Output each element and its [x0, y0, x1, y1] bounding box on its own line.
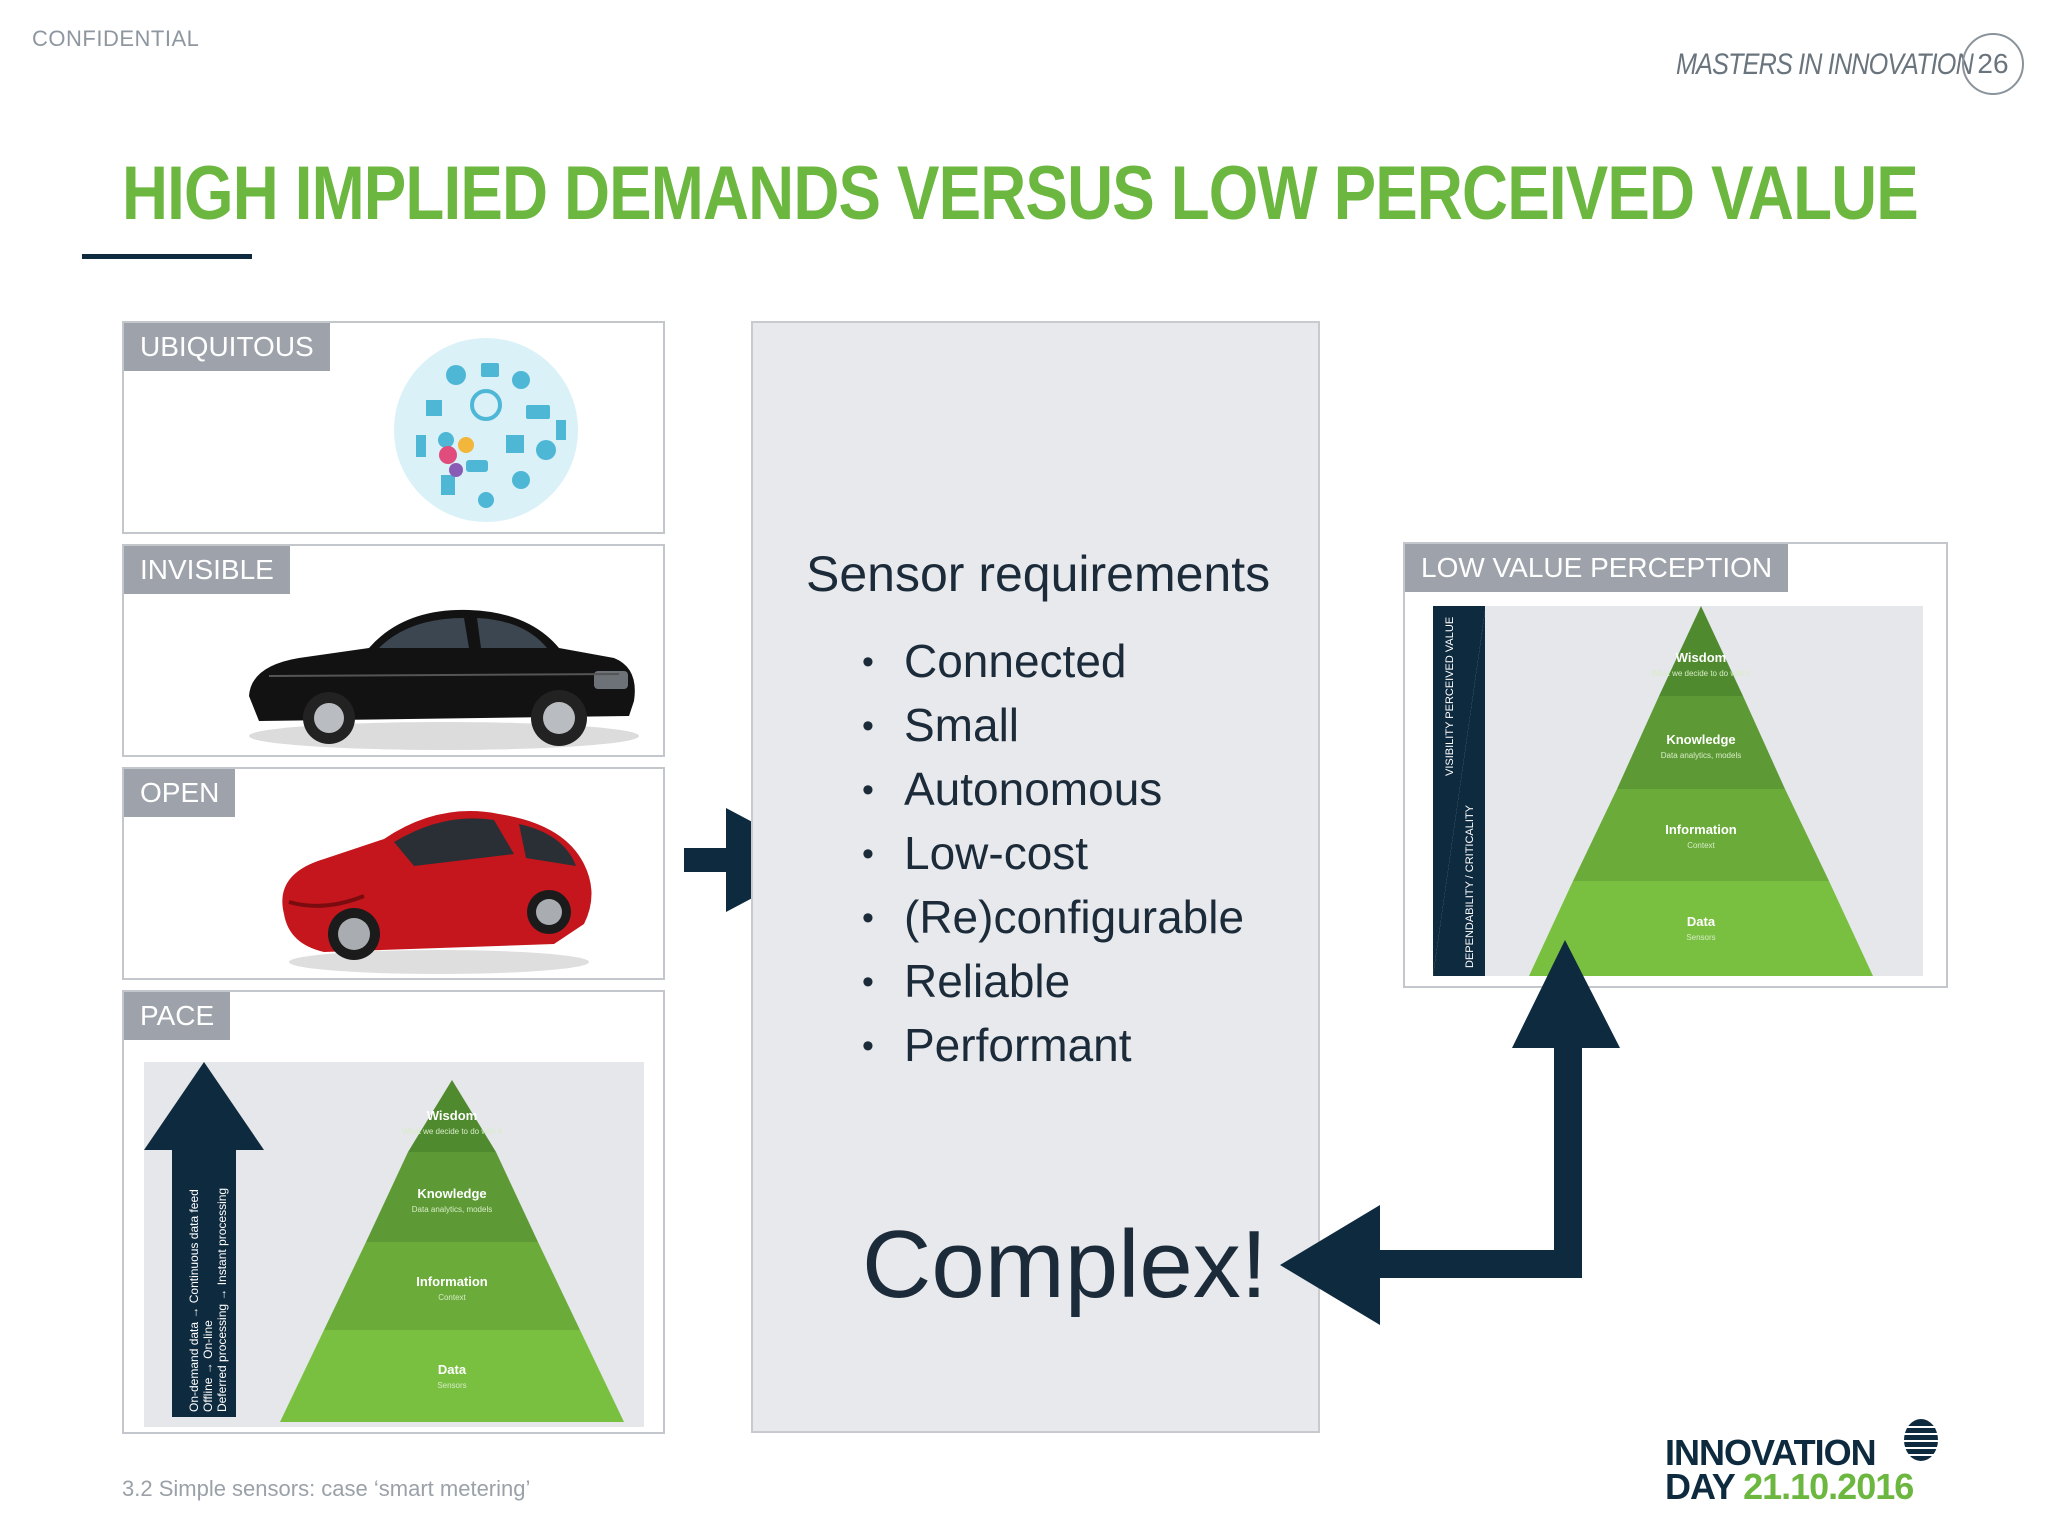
brand-wordmark: MASTERS IN INNOVATION [1676, 48, 1974, 81]
axis-visibility-perceived-value: VISIBILITY PERCEIVED VALUE [1444, 617, 1456, 776]
requirements-list: Connected Small Autonomous Low-cost (Re)… [862, 630, 1244, 1078]
lv-level-data-sub: Sensors [1686, 933, 1715, 942]
pace-level-information: Information [416, 1274, 488, 1289]
panel-pace: PACE On-demand data → Continuous data fe… [122, 990, 665, 1434]
pace-axis-text-3: Deferred processing → Instant processing [215, 1188, 229, 1412]
pace-up-arrow [144, 1062, 264, 1417]
pace-level-wisdom-sub: What we decide to do with it [402, 1127, 502, 1136]
panel-low-value-perception: LOW VALUE PERCEPTION VISIBILITY PERCEIVE… [1403, 542, 1948, 988]
slide-title: HIGH IMPLIED DEMANDS VERSUS LOW PERCEIVE… [122, 151, 1919, 236]
lv-level-data: Data [1687, 914, 1716, 929]
title-underline [82, 254, 252, 259]
logo-date-text: 21.10.2016 [1743, 1466, 1914, 1507]
tag-pace: PACE [124, 992, 231, 1040]
lv-level-knowledge: Knowledge [1666, 732, 1735, 747]
sensor-requirements-heading: Sensor requirements [806, 546, 1271, 602]
pace-pyramid-diagram: On-demand data → Continuous data feed Of… [144, 1062, 644, 1427]
pace-axis-text-1: On-demand data → Continuous data feed [187, 1189, 201, 1412]
confidential-label: CONFIDENTIAL [32, 26, 200, 51]
pace-axis-text-2: Offline → On-line [201, 1320, 215, 1412]
tag-ubiquitous: UBIQUITOUS [124, 323, 330, 371]
red-sedan-image [282, 811, 592, 974]
panel-ubiquitous: UBIQUITOUS [122, 321, 665, 534]
page-number: 26 [1962, 33, 2024, 95]
pace-level-wisdom: Wisdom [427, 1108, 477, 1123]
footer-caption: 3.2 Simple sensors: case ‘smart metering… [122, 1476, 531, 1501]
requirement-item: Low-cost [862, 822, 1244, 886]
panel-invisible: INVISIBLE [122, 544, 665, 757]
pace-level-data-sub: Sensors [437, 1381, 466, 1390]
panel-open: OPEN [122, 767, 665, 980]
requirement-item: (Re)configurable [862, 886, 1244, 950]
low-value-pyramid-diagram: VISIBILITY PERCEIVED VALUE DEPENDABILITY… [1433, 606, 1923, 976]
logo-day-text: DAY [1665, 1466, 1735, 1507]
page-number-text: 26 [1977, 48, 2009, 79]
elbow-arrow-icon [1280, 940, 1620, 1325]
requirement-item: Autonomous [862, 758, 1244, 822]
innovation-day-logo-line1: INNOVATION [1665, 1432, 1877, 1473]
pace-level-information-sub: Context [438, 1293, 466, 1302]
lv-level-information-sub: Context [1687, 841, 1715, 850]
pace-level-data: Data [438, 1362, 467, 1377]
icon-globe-image [394, 338, 578, 522]
tag-open: OPEN [124, 769, 236, 817]
requirement-item: Small [862, 694, 1244, 758]
lv-level-information: Information [1665, 822, 1737, 837]
complex-conclusion: Complex! [862, 1211, 1268, 1318]
pace-level-knowledge-sub: Data analytics, models [412, 1205, 492, 1214]
logo-globe-icon [1904, 1419, 1938, 1461]
requirement-item: Performant [862, 1014, 1244, 1078]
tag-low-value-perception: LOW VALUE PERCEPTION [1405, 544, 1789, 592]
pace-level-knowledge: Knowledge [417, 1186, 486, 1201]
innovation-day-logo-line2: DAY 21.10.2016 [1665, 1469, 1914, 1505]
black-sedan-image [249, 609, 639, 750]
requirement-item: Reliable [862, 950, 1244, 1014]
lv-level-wisdom-sub: What we decide to do with it [1651, 669, 1751, 678]
axis-dependability-criticality: DEPENDABILITY / CRITICALITY [1464, 804, 1476, 968]
requirement-item: Connected [862, 630, 1244, 694]
lv-level-wisdom: Wisdom [1676, 650, 1726, 665]
lv-level-knowledge-sub: Data analytics, models [1661, 751, 1741, 760]
tag-invisible: INVISIBLE [124, 546, 290, 594]
